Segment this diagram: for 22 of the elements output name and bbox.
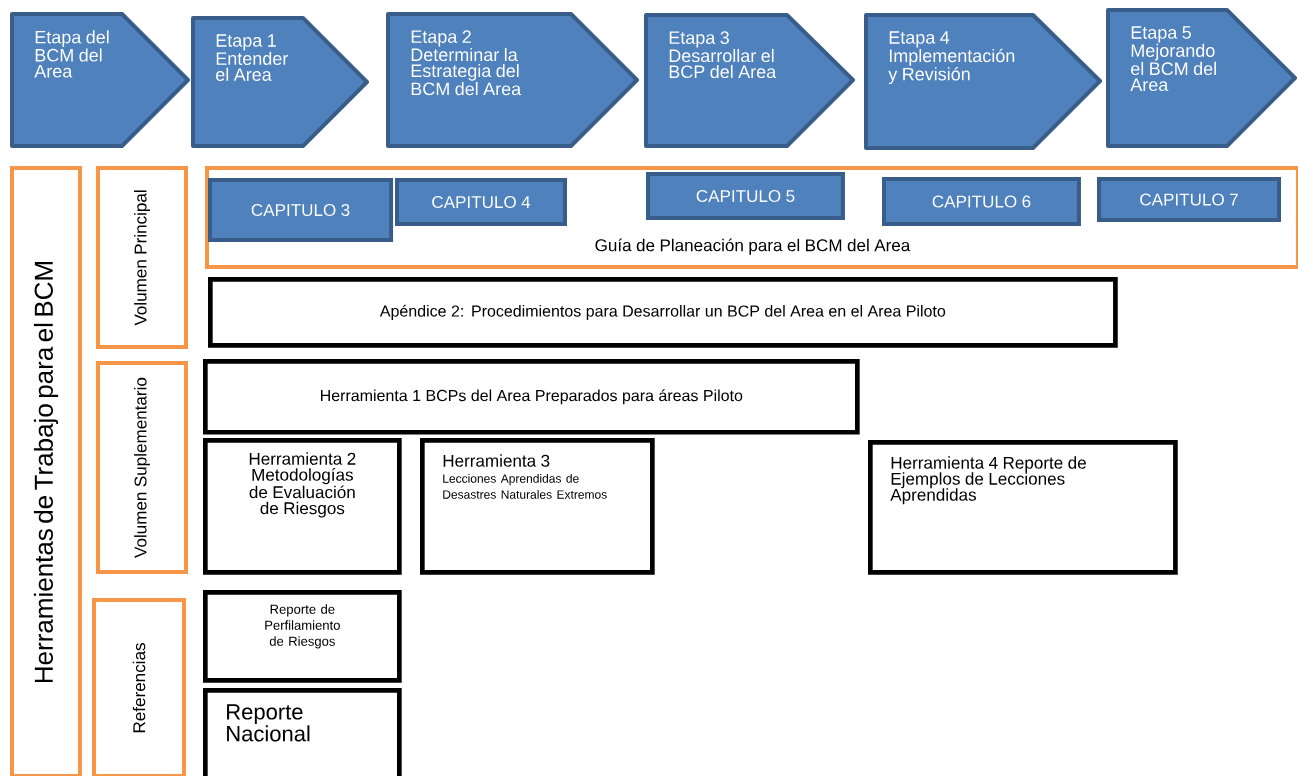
document-box: Herramienta 1 BCPs del Area Preparados para áreas Piloto <box>203 359 860 435</box>
stage-box: Etapa del BCM del Area <box>10 12 190 148</box>
section-box: Volumen Principal <box>96 166 188 349</box>
section-box: Herramientas de Trabajo para el BCM <box>10 166 82 776</box>
section-box: Referencias <box>92 598 186 776</box>
section-box: Volumen Suplementario <box>96 361 188 575</box>
document-box: Reporte de Perfilamiento de Riesgos <box>203 590 402 683</box>
chapter-box: CAPITULO 3 <box>208 178 394 242</box>
document-box: Herramienta 3 Lecciones Aprendidas de Desastres Naturales Extremos <box>420 438 655 575</box>
document-box: Herramienta 2 Metodologías de Evaluación de Riesgos <box>203 438 402 575</box>
chapter-box: CAPITULO 4 <box>395 178 567 226</box>
stage-box: Etapa 2 Determinar la Estrategia del BCM del Area <box>386 12 639 148</box>
stage-box: Etapa 3 Desarrollar el BCP del Area <box>644 13 855 148</box>
chapter-box: CAPITULO 5 <box>646 172 845 220</box>
document-box: Herramienta 4 Reporte de Ejemplos de Lecciones Aprendidas <box>868 440 1178 575</box>
document-box: Reporte Nacional <box>203 688 402 776</box>
chapter-box: CAPITULO 6 <box>882 177 1081 227</box>
stage-box: Etapa 5 Mejorando el BCM del Area <box>1106 8 1297 148</box>
chapter-box: CAPITULO 7 <box>1097 177 1281 223</box>
document-box: Apéndice 2: Procedimientos para Desarrollar un BCP del Area en el Area Piloto <box>208 277 1118 348</box>
stage-box: Etapa 1 Entender el Area <box>191 16 369 148</box>
stage-box: Etapa 4 Implementación y Revisión <box>864 13 1102 150</box>
